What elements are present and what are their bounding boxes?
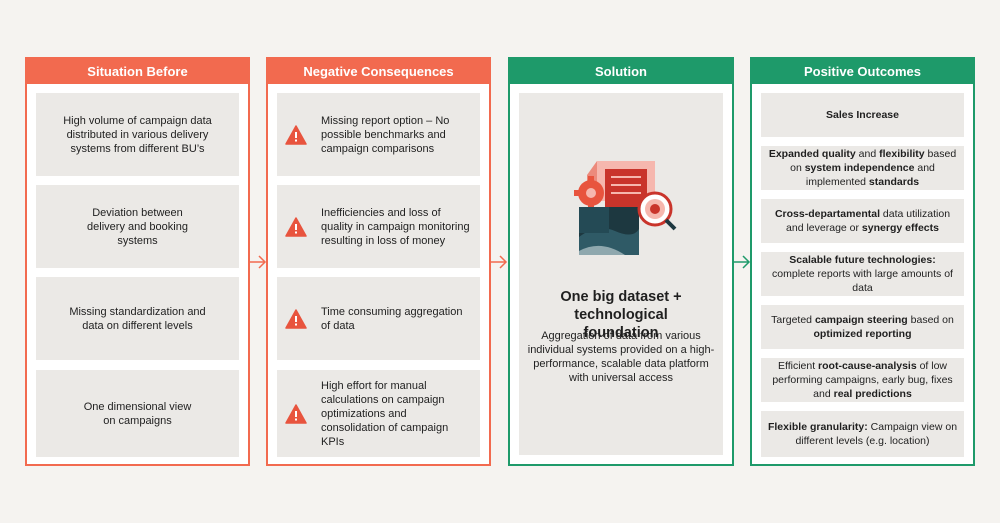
outcome-emphasis: Scalable future technologies: — [789, 254, 936, 266]
outcome-item: Expanded quality and flexibility based o… — [761, 146, 964, 190]
solution-description: Aggregation of data from various individ… — [527, 330, 715, 384]
outcome-text-segment: based on — [907, 314, 954, 326]
outcome-item-text: Scalable future technologies: complete r… — [767, 253, 958, 295]
warning-icon — [285, 403, 307, 424]
outcome-emphasis: Flexible granularity: — [767, 421, 868, 433]
solution-heading: One big dataset + technological foundati… — [560, 289, 682, 341]
outcome-emphasis: root-cause-analysis — [818, 360, 917, 372]
consequence-item: Time consuming aggregation of data — [277, 277, 480, 360]
outcome-item: Sales Increase — [761, 93, 964, 137]
outcome-item: Flexible granularity: Campaign view on d… — [761, 411, 964, 457]
outcome-item: Scalable future technologies: complete r… — [761, 252, 964, 296]
outcome-text-segment: based on — [790, 148, 957, 174]
outcome-item-text: Cross-departamental data utilization and… — [767, 207, 958, 235]
situation-item: High volume of campaign data distributed… — [36, 93, 239, 176]
arrow-right-icon — [250, 255, 267, 269]
outcome-text-segment: data utilization and leverage or — [786, 208, 951, 234]
outcome-emphasis: system independence — [804, 162, 915, 174]
outcome-emphasis: standards — [868, 176, 920, 188]
outcome-emphasis: Expanded quality — [768, 148, 856, 160]
outcome-emphasis: Cross-departamental — [774, 208, 880, 220]
outcome-emphasis: campaign steering — [814, 314, 908, 326]
situation-before-column: Situation Before High volume of campaign… — [25, 57, 250, 466]
outcome-item-text: Sales Increase — [826, 108, 899, 122]
negative-consequences-column: Negative Consequences Missing report opt… — [266, 57, 491, 466]
outcome-text-segment: complete reports with large amounts of d… — [772, 268, 953, 294]
situation-item: Missing standardization and data on diff… — [36, 277, 239, 360]
arrow-right-icon — [734, 255, 751, 269]
solution-column: Solution One bi — [508, 57, 734, 466]
warning-icon — [285, 124, 307, 145]
outcome-item: Targeted campaign steering based on opti… — [761, 305, 964, 349]
situation-item-text: Missing standardization and data on diff… — [69, 305, 206, 332]
consequence-item-text: High effort for manual calculations on c… — [321, 379, 449, 448]
outcome-emphasis: synergy effects — [861, 222, 939, 234]
consequence-item-text: Time consuming aggregation of data — [321, 305, 463, 332]
outcome-text-segment: and — [855, 148, 880, 160]
situation-item-text: One dimensional view on campaigns — [83, 400, 192, 427]
outcome-item-text: Expanded quality and flexibility based o… — [767, 147, 958, 189]
outcome-item: Cross-departamental data utilization and… — [761, 199, 964, 243]
situation-before-title: Situation Before — [27, 59, 248, 84]
consequence-item: High effort for manual calculations on c… — [277, 370, 480, 457]
outcome-emphasis: flexibility — [879, 148, 925, 160]
situation-item: Deviation between delivery and booking s… — [36, 185, 239, 268]
arrow-right-icon — [491, 255, 508, 269]
outcome-item: Efficient root-cause-analysis of low per… — [761, 358, 964, 402]
outcome-text-segment: Targeted — [771, 314, 815, 326]
data-platform-illustration — [574, 161, 677, 255]
warning-icon — [285, 308, 307, 329]
outcome-item-text: Flexible granularity: Campaign view on d… — [767, 420, 958, 448]
consequence-item-text: Missing report option – No possible benc… — [321, 114, 450, 155]
outcome-emphasis: Sales Increase — [826, 109, 899, 121]
outcome-item-text: Targeted campaign steering based on opti… — [767, 313, 958, 341]
solution-title: Solution — [510, 59, 732, 84]
outcome-text-segment: of low performing campaigns, early bug, … — [772, 360, 953, 400]
outcome-text-segment: and implemented — [805, 162, 935, 188]
situation-item-text: High volume of campaign data distributed… — [63, 114, 212, 155]
consequence-item: Missing report option – No possible benc… — [277, 93, 480, 176]
positive-outcomes-column: Positive Outcomes Sales Increase Expande… — [750, 57, 975, 466]
positive-outcomes-title: Positive Outcomes — [752, 59, 973, 84]
negative-consequences-title: Negative Consequences — [268, 59, 489, 84]
consequence-item-text: Inefficiencies and loss of quality in ca… — [321, 206, 470, 247]
solution-panel: One big dataset + technological foundati… — [519, 93, 723, 455]
situation-item-text: Deviation between delivery and booking s… — [87, 206, 188, 247]
outcome-emphasis: real predictions — [833, 388, 912, 400]
outcome-item-text: Efficient root-cause-analysis of low per… — [767, 359, 958, 401]
outcome-text-segment: Campaign view on different levels (e.g. … — [795, 421, 958, 447]
situation-item: One dimensional view on campaigns — [36, 370, 239, 457]
outcome-emphasis: optimized reporting — [813, 328, 912, 340]
warning-icon — [285, 216, 307, 237]
outcome-text-segment: Efficient — [777, 360, 819, 372]
consequence-item: Inefficiencies and loss of quality in ca… — [277, 185, 480, 268]
